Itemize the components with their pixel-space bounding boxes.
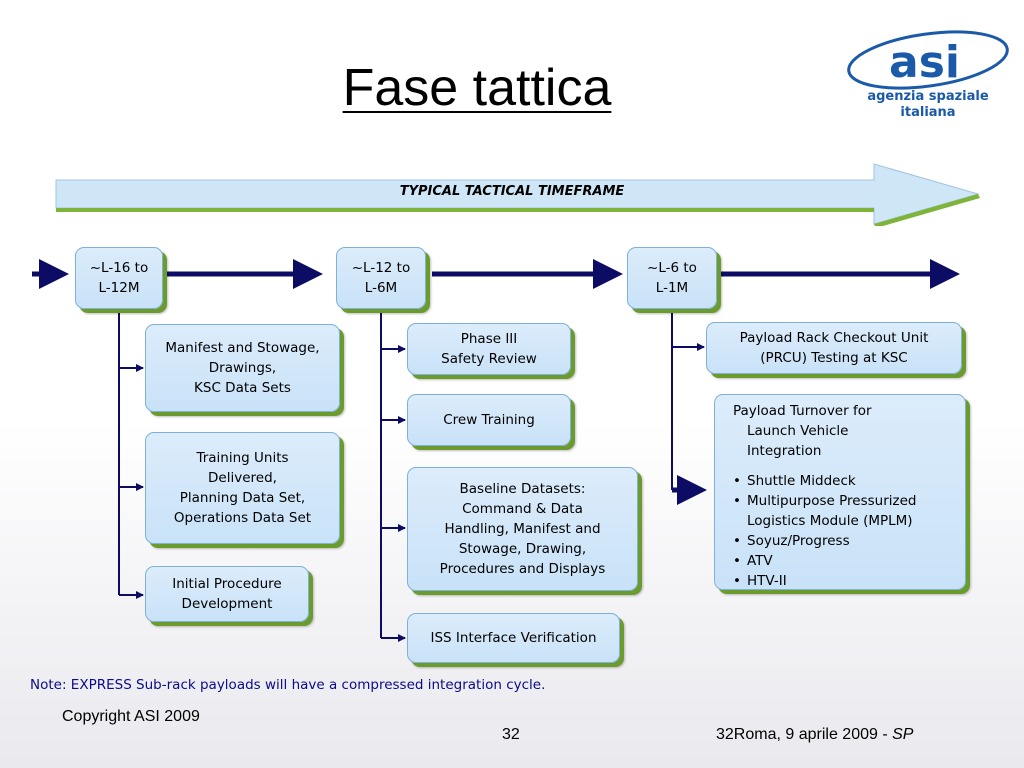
slide-title: Fase tattica — [0, 58, 954, 118]
logo-line1: agenzia spaziale — [867, 89, 989, 104]
task-line: Safety Review — [441, 351, 537, 367]
milestone-line2: L-6M — [364, 280, 398, 296]
vehicle-list-item: HTV-II — [733, 571, 955, 591]
milestone-l6-l1: ~L-6 to L-1M — [627, 247, 717, 309]
footer-date: 32Roma, 9 aprile 2009 - SP — [716, 726, 913, 744]
task-line: Drawings, — [208, 360, 277, 376]
turnover-head-line: Integration — [747, 443, 822, 459]
logo-letters: asi — [889, 37, 960, 88]
task-line: Baseline Datasets: — [459, 481, 586, 497]
task-line: Handling, Manifest and — [444, 521, 601, 537]
task-payload-turnover: Payload Turnover for Launch Vehicle Inte… — [714, 394, 966, 591]
milestone-line2: L-12M — [98, 280, 140, 296]
task-line: ISS Interface Verification — [430, 630, 597, 646]
task-prcu-testing: Payload Rack Checkout Unit (PRCU) Testin… — [706, 322, 962, 374]
turnover-head-line: Payload Turnover for — [733, 403, 872, 419]
task-line: Procedures and Displays — [439, 561, 606, 577]
task-line: Manifest and Stowage, — [165, 340, 320, 356]
vehicle-list-item: Shuttle Middeck — [733, 471, 955, 491]
task-iss-interface-verification: ISS Interface Verification — [407, 613, 620, 663]
milestone-l16-l12: ~L-16 to L-12M — [75, 247, 163, 309]
footer-initials: SP — [892, 726, 914, 743]
milestone-line1: ~L-12 to — [351, 260, 411, 276]
task-line: Delivered, — [208, 470, 277, 486]
task-line: Stowage, Drawing, — [458, 541, 587, 557]
task-crew-training: Crew Training — [407, 394, 571, 446]
vehicle-list-item: ATV — [733, 551, 955, 571]
task-line: Planning Data Set, — [179, 490, 306, 506]
timeframe-banner-label: TYPICAL TACTICAL TIMEFRAME — [399, 184, 625, 199]
timeframe-banner-arrow — [55, 163, 980, 226]
asi-logo: asi agenzia spaziale italiana — [847, 30, 1009, 120]
vehicle-list-item: Multipurpose Pressurized — [733, 491, 955, 511]
footer-page-number: 32 — [502, 726, 520, 743]
vehicle-list-item: Soyuz/Progress — [733, 531, 955, 551]
task-line: Payload Rack Checkout Unit — [739, 330, 929, 346]
milestone-line2: L-1M — [655, 280, 689, 296]
milestone-l12-l6: ~L-12 to L-6M — [336, 247, 426, 309]
vehicle-list: Shuttle Middeck Multipurpose Pressurized… — [733, 471, 955, 591]
task-line: KSC Data Sets — [194, 380, 291, 396]
task-line: Initial Procedure — [172, 576, 282, 592]
milestone-line1: ~L-6 to — [647, 260, 697, 276]
task-phase3-safety-review: Phase III Safety Review — [407, 323, 571, 375]
milestone-line1: ~L-16 to — [89, 260, 149, 276]
vehicle-list-item-continuation: Logistics Module (MPLM) — [747, 513, 913, 529]
footer-copyright: Copyright ASI 2009 — [62, 708, 200, 725]
task-line: Training Units — [196, 450, 289, 466]
turnover-head-line: Launch Vehicle — [747, 423, 849, 439]
task-line: Crew Training — [443, 412, 535, 428]
task-line: (PRCU) Testing at KSC — [760, 350, 908, 366]
integration-note: Note: EXPRESS Sub-rack payloads will hav… — [30, 677, 546, 693]
task-line: Operations Data Set — [173, 510, 312, 526]
task-manifest-stowage: Manifest and Stowage, Drawings, KSC Data… — [145, 324, 340, 412]
task-line: Phase III — [460, 331, 518, 347]
slide-title-text: Fase tattica — [342, 59, 612, 117]
task-line: Command & Data — [462, 501, 583, 517]
task-training-units: Training Units Delivered, Planning Data … — [145, 432, 340, 544]
footer-date-text: 32Roma, 9 aprile 2009 - — [716, 726, 893, 743]
logo-line2: italiana — [900, 105, 955, 120]
task-initial-procedure: Initial Procedure Development — [145, 566, 309, 622]
turnover-heading: Payload Turnover for Launch Vehicle Inte… — [733, 401, 955, 461]
task-baseline-datasets: Baseline Datasets: Command & Data Handli… — [407, 467, 638, 591]
task-line: Development — [181, 596, 273, 612]
